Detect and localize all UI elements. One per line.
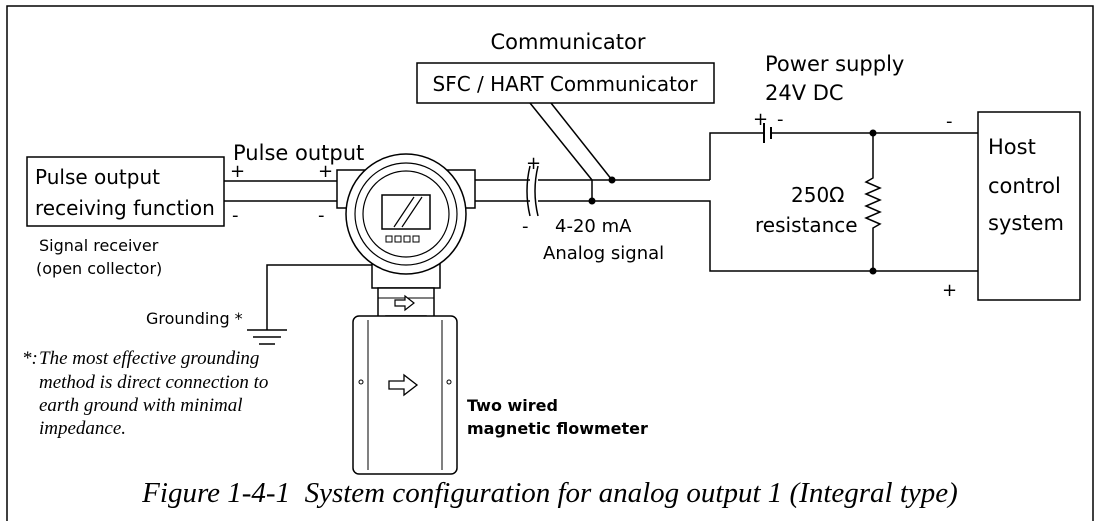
wire-break-symbol [526,165,539,217]
pulse-plus-left: + [230,161,245,182]
footnote-line4: impedance. [39,418,126,439]
pulse-receiver-box [26,156,225,227]
pulse-plus-right: + [318,161,333,182]
signal-receiver-label: Signal receiver [39,236,159,255]
communicator-box-label: SFC / HART Communicator [433,72,699,96]
resistor-label: resistance [755,213,858,237]
pulse-minus-right: - [318,205,325,226]
pulse-minus-left: - [232,205,239,226]
flow-arrow-icon [394,294,415,312]
host-line3: system [988,211,1064,235]
flow-direction-arrow-icon [388,373,419,397]
communicator-box [416,62,715,104]
grounding-label: Grounding * [146,309,243,328]
flowmeter-label-line1: Two wired [467,396,558,415]
pulse-receiver-line1: Pulse output [35,165,160,189]
analog-signal-line2: Analog signal [543,243,664,264]
analog-minus-sign: - [522,216,529,237]
transmitter-head [336,153,476,289]
host-line1: Host [988,135,1036,159]
host-line2: control [988,174,1061,198]
analog-wire-minus-return [592,200,978,272]
communicator-heading: Communicator [490,30,645,54]
host-plus-sign: + [942,280,957,301]
communicator-lead-2 [550,102,613,181]
resistor-value: 250Ω [791,183,844,207]
power-plus-sign: + [753,109,768,130]
figure-frame [6,5,1094,521]
analog-plus-sign: + [526,153,541,174]
communicator-lead-1 [529,102,593,181]
power-supply-label: Power supply [765,52,904,76]
footnote-marker: *: [22,348,38,369]
resistor-symbol [864,133,882,271]
footnote-line2: method is direct connection to [39,372,268,393]
figure-caption: Figure 1-4-1 System configuration for an… [141,477,958,509]
footnote-line3: earth ground with minimal [39,395,243,416]
host-control-box [977,111,1081,301]
host-minus-sign: - [946,111,953,132]
power-minus-sign: - [777,109,784,130]
pulse-receiver-line2: receiving function [35,196,215,220]
ground-wire [266,264,372,330]
analog-signal-line1: 4-20 mA [555,216,632,237]
power-wire-top [709,132,764,180]
pulse-output-label: Pulse output [233,141,364,165]
footnote-line1: The most effective grounding [39,348,259,369]
flowmeter-label-line2: magnetic flowmeter [467,419,648,438]
power-supply-voltage: 24V DC [765,81,844,105]
open-collector-label: (open collector) [36,259,162,278]
